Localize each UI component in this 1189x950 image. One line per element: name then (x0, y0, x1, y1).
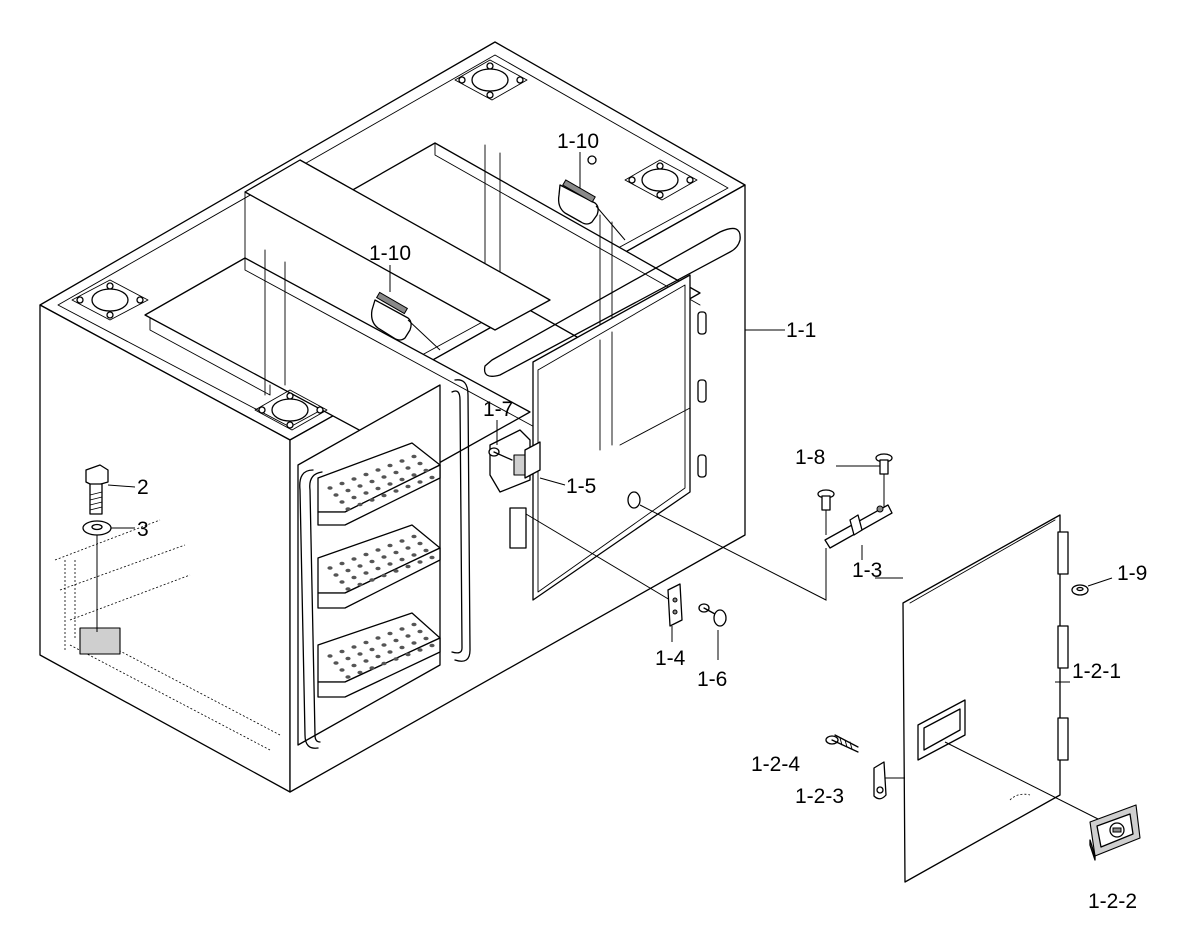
callout-1-2-4: 1-2-4 (751, 753, 800, 776)
callout-1-10-left: 1-10 (369, 242, 411, 265)
callout-2: 2 (137, 476, 149, 499)
top-mount-plate-4 (254, 389, 328, 431)
door-hinge-1 (1057, 531, 1069, 575)
callout-1-3: 1-3 (852, 559, 882, 582)
hinge-1 (697, 311, 707, 335)
side-bracket-1-5 (489, 429, 541, 493)
callout-1-4: 1-4 (655, 647, 686, 670)
washer-1-9 (1071, 584, 1089, 596)
callout-1-5: 1-5 (566, 475, 596, 498)
callout-1-8: 1-8 (795, 446, 825, 469)
callout-3: 3 (137, 518, 149, 541)
top-mount-plate-1 (71, 279, 149, 321)
cabinet-body (39, 41, 746, 793)
screw-1-7 (488, 447, 513, 461)
bracket-1-4 (667, 583, 683, 627)
callout-1-7: 1-7 (483, 398, 513, 421)
latch-plate-1-4-mount (509, 507, 527, 549)
door-panel (902, 514, 1069, 883)
screw-1-6 (698, 603, 727, 627)
lift-handle-1 (370, 291, 441, 351)
clip-1-2-3 (873, 761, 887, 800)
tray-perforations (327, 454, 435, 679)
top-mount-plate-2 (454, 59, 528, 101)
hinge-3 (697, 454, 707, 478)
hidden-pad (79, 627, 121, 655)
perforated-tray-2 (317, 524, 441, 609)
shelf-handle-left (299, 469, 319, 749)
door-opening (532, 274, 691, 601)
callout-1-2-2: 1-2-2 (1088, 890, 1137, 913)
lift-handle-2 (557, 179, 626, 241)
callout-1-1: 1-1 (786, 319, 816, 342)
center-divider (244, 159, 551, 331)
top-rail-handle (483, 227, 741, 377)
hinge-2 (697, 379, 707, 403)
callout-1-10-right: 1-10 (557, 130, 599, 153)
side-handle (454, 379, 471, 662)
top-small-hole (587, 155, 597, 165)
screw-1-2-4 (825, 734, 859, 753)
latch-arm-1-3 (824, 504, 893, 549)
door-hinge-3 (1057, 717, 1069, 761)
washer-3 (82, 520, 112, 536)
catch-stud (627, 491, 641, 509)
callout-1-2-3: 1-2-3 (795, 785, 844, 808)
screws-1-8 (817, 453, 893, 511)
top-mount-plate-3 (624, 159, 698, 201)
callout-1-6: 1-6 (697, 668, 727, 691)
door-lock-1-2-2 (1089, 804, 1141, 861)
perforated-tray-3 (317, 612, 441, 698)
perforated-tray-1 (317, 442, 441, 526)
door-hinge-2 (1057, 625, 1069, 669)
callout-1-9: 1-9 (1117, 562, 1147, 585)
bolt-2 (85, 464, 109, 515)
callout-1-2-1: 1-2-1 (1072, 660, 1121, 683)
